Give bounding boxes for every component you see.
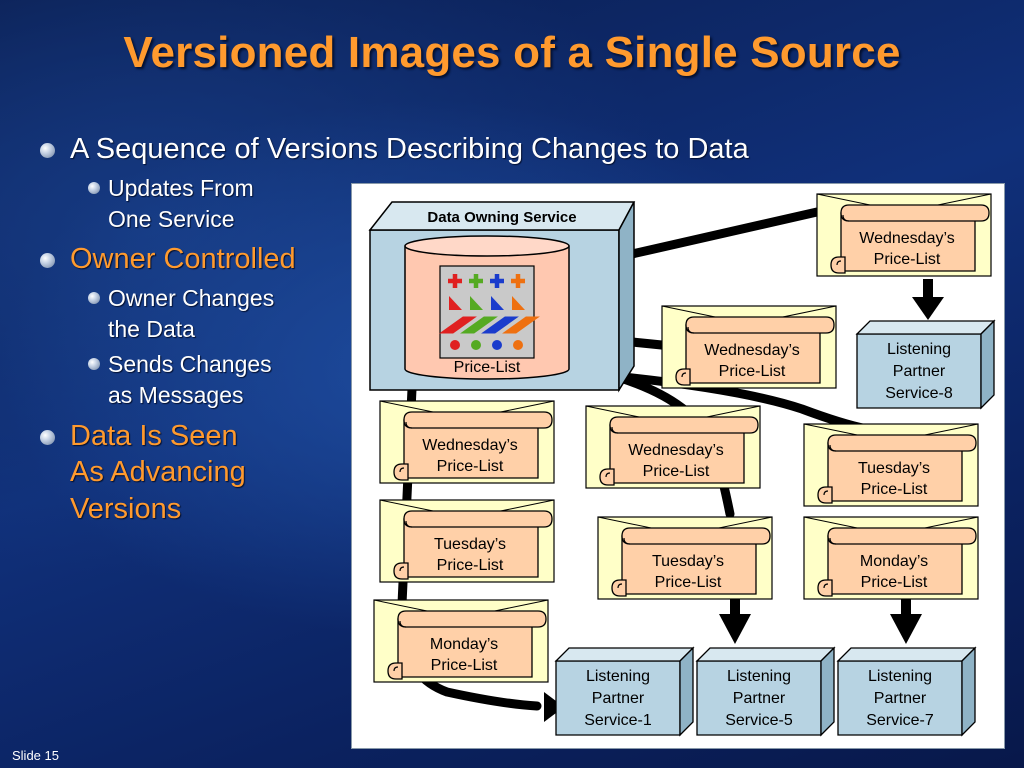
bullet-icon <box>40 253 55 268</box>
message-envelope: Wednesday’s Price-List <box>585 405 761 489</box>
message-envelope: Monday’s Price-List <box>803 516 979 600</box>
svg-text:Wednesday’s: Wednesday’s <box>859 230 954 247</box>
listener-service-1: Listening Partner Service-1 <box>554 646 695 737</box>
svg-text:Price-List: Price-List <box>643 463 710 480</box>
svg-text:Partner: Partner <box>592 690 645 707</box>
bullet-icon <box>88 358 100 370</box>
bullet-2-sub-2-line-1: Sends Changes <box>108 351 272 377</box>
diagram-panel: Data Owning Service Price-Li <box>351 183 1005 749</box>
svg-text:Listening: Listening <box>586 668 650 685</box>
message-envelope: Monday’s Price-List <box>373 599 549 683</box>
svg-text:Service-7: Service-7 <box>866 712 934 729</box>
svg-text:Price-List: Price-List <box>431 657 498 674</box>
listener-service-7: Listening Partner Service-7 <box>836 646 977 737</box>
bullet-2-sub-1-line-1: Owner Changes <box>108 285 275 311</box>
slide-number: Slide 15 <box>12 748 59 763</box>
svg-text:Tuesday’s: Tuesday’s <box>858 460 930 477</box>
svg-text:Listening: Listening <box>887 341 951 358</box>
bullet-icon <box>88 182 100 194</box>
bullet-2-sub-1-line-2: the Data <box>108 316 195 342</box>
svg-text:Tuesday’s: Tuesday’s <box>652 553 724 570</box>
svg-text:Service-8: Service-8 <box>885 385 953 402</box>
svg-text:Monday’s: Monday’s <box>430 636 498 653</box>
listener-service-8: Listening Partner Service-8 <box>855 319 996 410</box>
svg-text:Price-List: Price-List <box>861 481 928 498</box>
bullet-icon <box>40 430 55 445</box>
svg-text:Wednesday’s: Wednesday’s <box>628 442 723 459</box>
bullet-1: A Sequence of Versions Describing Change… <box>70 133 749 165</box>
svg-text:Listening: Listening <box>727 668 791 685</box>
svg-text:Wednesday’s: Wednesday’s <box>704 342 799 359</box>
bullet-2: Owner Controlled <box>70 243 296 275</box>
bullet-1-sub-1-line-2: One Service <box>108 206 235 232</box>
listener-service-5: Listening Partner Service-5 <box>695 646 836 737</box>
svg-text:Partner: Partner <box>733 690 786 707</box>
bullet-2-sub-2-line-2: as Messages <box>108 382 244 408</box>
message-envelope: Wednesday’s Price-List <box>379 400 555 484</box>
svg-text:Listening: Listening <box>868 668 932 685</box>
bullet-1-sub-1-line-1: Updates From <box>108 175 254 201</box>
svg-text:Price-List: Price-List <box>874 251 941 268</box>
bullet-3-line-1: Data Is Seen <box>70 420 238 452</box>
message-envelope: Wednesday’s Price-List <box>661 305 837 389</box>
bullet-3-line-3: Versions <box>70 493 182 525</box>
svg-text:Service-5: Service-5 <box>725 712 793 729</box>
svg-text:Price-List: Price-List <box>437 458 504 475</box>
price-list-database: Price-List <box>404 235 570 380</box>
svg-text:Partner: Partner <box>874 690 927 707</box>
svg-text:Price-List: Price-List <box>437 557 504 574</box>
bullet-icon <box>88 292 100 304</box>
svg-text:Wednesday’s: Wednesday’s <box>422 437 517 454</box>
message-envelope: Tuesday’s Price-List <box>597 516 773 600</box>
svg-text:Service-1: Service-1 <box>584 712 652 729</box>
slide-title: Versioned Images of a Single Source <box>123 28 901 77</box>
bullet-3-line-2: As Advancing <box>70 456 246 488</box>
price-list-symbols-icon <box>439 274 540 350</box>
owner-title: Data Owning Service <box>427 209 576 226</box>
bullet-icon <box>40 143 55 158</box>
message-envelope: Wednesday’s Price-List <box>816 193 992 277</box>
svg-text:Price-List: Price-List <box>719 363 786 380</box>
svg-text:Tuesday’s: Tuesday’s <box>434 536 506 553</box>
db-label: Price-List <box>454 359 521 376</box>
message-envelope: Tuesday’s Price-List <box>379 499 555 583</box>
svg-text:Monday’s: Monday’s <box>860 553 928 570</box>
svg-text:Partner: Partner <box>893 363 946 380</box>
svg-text:Price-List: Price-List <box>861 574 928 591</box>
message-envelope: Tuesday’s Price-List <box>803 423 979 507</box>
svg-text:Price-List: Price-List <box>655 574 722 591</box>
versioning-diagram: Data Owning Service Price-Li <box>368 193 996 737</box>
